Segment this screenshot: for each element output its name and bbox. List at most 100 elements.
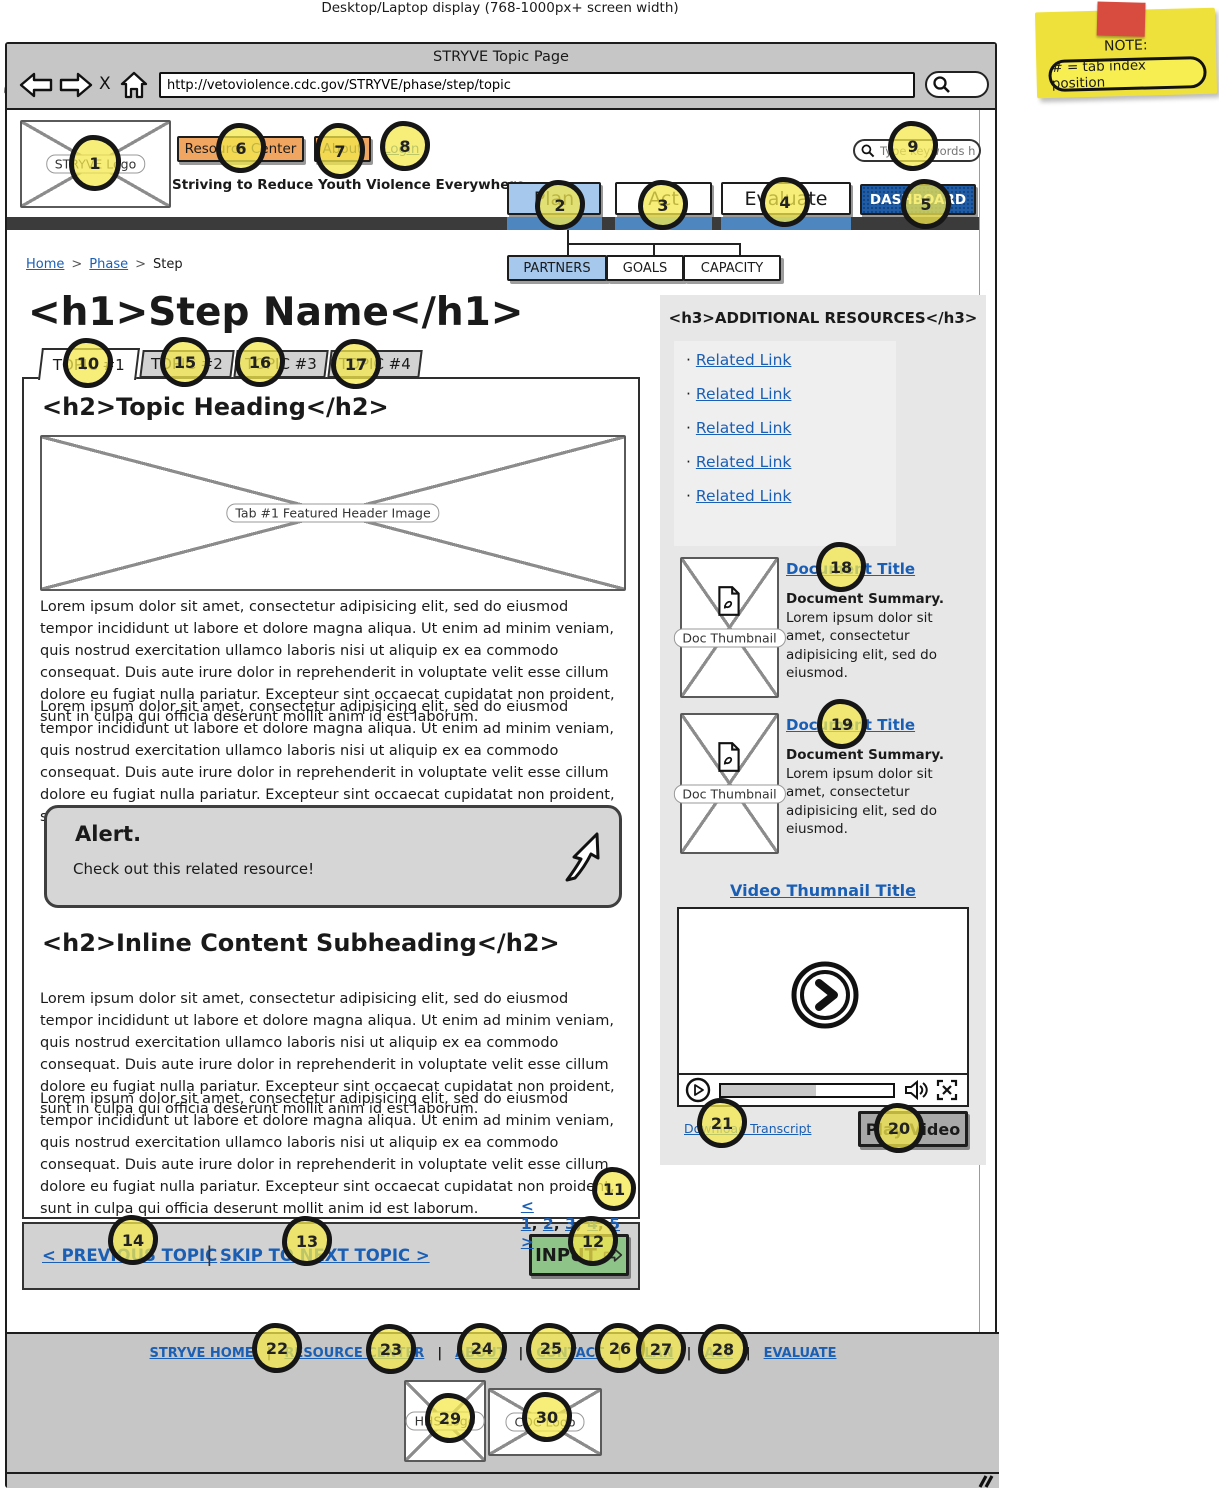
pdf-icon <box>718 742 740 772</box>
related-link[interactable]: Related Link <box>695 419 792 437</box>
footer-link[interactable]: STRYVE HOME <box>149 1346 254 1361</box>
document-summary: Document Summary. Lorem ipsum dolor sit … <box>786 747 945 837</box>
pagination-page[interactable]: 2 <box>542 1215 554 1233</box>
chevron-right-icon: > <box>135 257 147 272</box>
browser-search-button[interactable] <box>925 71 989 98</box>
page-title: <h1>Step Name</h1> <box>28 290 524 335</box>
fullscreen-icon[interactable] <box>935 1078 959 1102</box>
tab-index-annotation: 17 <box>331 339 381 389</box>
related-link[interactable]: Related Link <box>695 385 792 403</box>
divider: | <box>206 1242 213 1266</box>
list-item: · Related Link <box>686 351 791 369</box>
footer-link[interactable]: EVALUATE <box>763 1346 837 1361</box>
pagination-next[interactable]: > <box>520 1233 534 1251</box>
volume-icon[interactable] <box>903 1079 929 1101</box>
tab-index-annotation: 23 <box>366 1324 416 1374</box>
tab-index-annotation: 8 <box>380 121 430 171</box>
topic-content-panel: <h2>Topic Heading</h2> Tab #1 Featured H… <box>22 377 640 1251</box>
note-title: NOTE: <box>1103 37 1148 55</box>
pdf-icon <box>718 586 740 616</box>
pagination-prev[interactable]: < <box>520 1197 534 1215</box>
tab-index-annotation: 25 <box>526 1323 576 1373</box>
arrow-up-right-icon <box>565 832 600 882</box>
body-paragraph: Lorem ipsum dolor sit amet, consectetur … <box>40 598 615 725</box>
breadcrumb-phase-link[interactable]: Phase <box>89 257 129 272</box>
list-item: · Related Link <box>686 487 791 505</box>
breadcrumb: Home > Phase > Step <box>26 257 183 272</box>
breadcrumb-current: Step <box>153 257 183 272</box>
tab-index-annotation: 22 <box>252 1323 302 1373</box>
search-icon <box>861 144 875 157</box>
tab-index-annotation: 19 <box>817 699 867 749</box>
progress-fill <box>721 1084 816 1096</box>
display-size-caption: Desktop/Laptop display (768-1000px+ scre… <box>321 0 679 16</box>
note-highlight-pill: # = tab index position <box>1048 55 1207 93</box>
search-icon <box>933 76 950 93</box>
list-item: · Related Link <box>686 385 791 403</box>
tab-index-annotation: 2 <box>535 180 585 230</box>
document-summary: Document Summary. Lorem ipsum dolor sit … <box>786 591 945 681</box>
tab-index-annotation: 21 <box>697 1098 747 1148</box>
tab-index-annotation: 28 <box>698 1324 748 1374</box>
doc-thumbnail[interactable]: Doc Thumbnail <box>673 713 786 854</box>
pagination-separator: , <box>553 1215 566 1233</box>
featured-image-label: Tab #1 Featured Header Image <box>226 503 440 523</box>
subnav-connector-line <box>739 243 741 255</box>
video-title-link[interactable]: Video Thumnail Title <box>730 881 916 900</box>
subnav-capacity-tab[interactable]: CAPACITY <box>683 255 781 281</box>
sticky-note: NOTE: # = tab index position <box>1034 1 1218 99</box>
resize-handle-icon[interactable] <box>977 1475 995 1488</box>
stop-button[interactable]: X <box>99 74 111 94</box>
back-button[interactable] <box>19 72 53 98</box>
related-link[interactable]: Related Link <box>695 351 792 369</box>
pagination-page[interactable]: 5 <box>609 1215 620 1233</box>
pagination-page[interactable]: 3 <box>565 1215 576 1233</box>
browser-window: STRYVE Topic Page X STRYVE Logo <box>5 42 999 1488</box>
doc-thumbnail-label: Doc Thumbnail <box>673 628 786 648</box>
body-paragraph: Lorem ipsum dolor sit amet, consectetur … <box>40 990 615 1117</box>
list-item: · Related Link <box>686 419 791 437</box>
play-overlay-icon[interactable] <box>789 959 861 1031</box>
tab-index-annotation: 27 <box>636 1324 686 1374</box>
tab-index-annotation: 3 <box>638 180 688 230</box>
related-links-box: · Related Link · Related Link · Related … <box>674 341 896 546</box>
tab-index-annotation: 13 <box>282 1216 332 1266</box>
tab-index-annotation: 7 <box>315 123 365 179</box>
alert-title: Alert. <box>75 822 142 846</box>
subnav-connector-line <box>567 243 569 255</box>
related-link[interactable]: Related Link <box>695 487 792 505</box>
progress-bar[interactable] <box>719 1082 895 1098</box>
site-footer: STRYVE HOME | RESOURCE CENTER | ABOUT | … <box>7 1332 999 1472</box>
play-button[interactable] <box>685 1077 711 1103</box>
divider: | <box>437 1346 443 1361</box>
home-button[interactable] <box>119 70 149 100</box>
tab-index-annotation: 1 <box>69 135 121 191</box>
list-item: · Related Link <box>686 453 791 471</box>
tab-index-annotation: 4 <box>760 177 810 227</box>
doc-thumbnail-label: Doc Thumbnail <box>673 784 786 804</box>
divider: | <box>686 1346 692 1361</box>
body-paragraph: Lorem ipsum dolor sit amet, consectetur … <box>40 1090 615 1217</box>
subnav-partners-tab[interactable]: PARTNERS <box>507 255 607 281</box>
topic-heading: <h2>Topic Heading</h2> <box>42 393 389 421</box>
tab-index-annotation: 5 <box>901 179 951 229</box>
inline-subheading: <h2>Inline Content Subheading</h2> <box>42 929 560 957</box>
bullet-icon: · <box>686 351 691 369</box>
site-tagline: Striving to Reduce Youth Violence Everyw… <box>172 177 526 193</box>
subnav-goals-tab[interactable]: GOALS <box>606 255 684 281</box>
related-link[interactable]: Related Link <box>695 453 792 471</box>
breadcrumb-home-link[interactable]: Home <box>26 257 65 272</box>
subnav-connector-line <box>653 243 655 255</box>
forward-button[interactable] <box>59 72 93 98</box>
subnav-connector-line <box>567 230 569 243</box>
bullet-icon: · <box>686 419 691 437</box>
tab-index-annotation: 20 <box>874 1103 924 1153</box>
video-player[interactable] <box>677 907 969 1107</box>
alert-box[interactable]: Alert. Check out this related resource! <box>44 805 622 908</box>
tab-index-annotation: 30 <box>522 1392 572 1442</box>
sidebar-additional-resources: <h3>ADDITIONAL RESOURCES</h3> · Related … <box>660 295 986 1165</box>
url-input[interactable] <box>159 72 915 98</box>
doc-thumbnail[interactable]: Doc Thumbnail <box>673 557 786 698</box>
pagination-page[interactable]: 1 <box>520 1215 532 1233</box>
